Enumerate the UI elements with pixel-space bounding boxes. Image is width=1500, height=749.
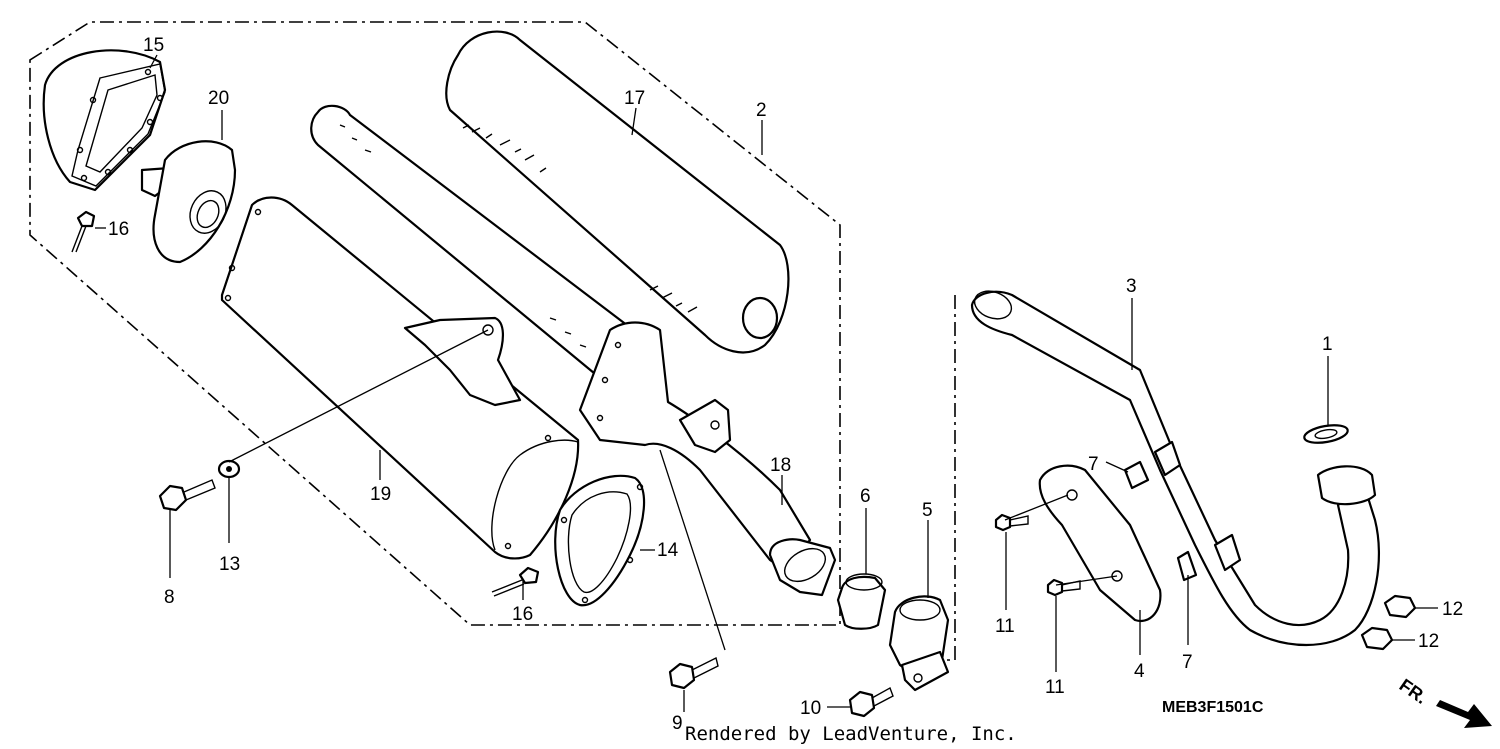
heat-shield-part: [1038, 464, 1162, 623]
connector-tube-part: [578, 321, 837, 597]
callout-8: 8: [164, 587, 175, 608]
mounting-bolt-8: [158, 479, 216, 512]
flange-nut-upper: [1383, 594, 1417, 619]
exhaust-pipe-part: [970, 290, 1381, 646]
rivet-16-lower: [491, 566, 540, 597]
callout-20: 20: [208, 88, 229, 109]
callout-7-lower: 7: [1182, 652, 1193, 673]
gasket-ring-part: [554, 474, 646, 607]
callout-1: 1: [1322, 334, 1333, 355]
muffler-body-part: [220, 196, 580, 560]
washer-13: [217, 459, 241, 479]
muffler-shell-part: [445, 30, 790, 354]
exhaust-gasket-part: [1303, 424, 1349, 444]
front-direction-label: FR.: [1396, 675, 1431, 708]
callout-17: 17: [624, 88, 645, 109]
callout-7-upper: 7: [1088, 454, 1099, 475]
callout-19: 19: [370, 484, 391, 505]
heat-shield-clip-upper: [1123, 460, 1150, 490]
rendered-by-watermark: Rendered by LeadVenture, Inc.: [685, 723, 1017, 745]
mounting-bolt-9: [668, 656, 719, 690]
callout-10: 10: [800, 698, 821, 719]
callout-16-lower: 16: [512, 604, 533, 625]
callout-13: 13: [219, 554, 240, 575]
exhaust-pipe-assembly-boundary: [945, 295, 956, 661]
flange-nut-lower: [1360, 626, 1394, 651]
callout-9: 9: [672, 713, 683, 734]
front-direction-indicator: FR.: [1396, 675, 1492, 728]
diagram-part-code: MEB3F1501C: [1162, 699, 1264, 716]
end-cap-part: [42, 49, 167, 192]
front-direction-arrow-icon: [1436, 700, 1492, 728]
callout-6: 6: [860, 486, 871, 507]
rivet-16-upper: [71, 210, 96, 253]
callout-2: 2: [756, 100, 767, 121]
muffler-assembly-boundary: [29, 21, 841, 626]
callout-11-upper: 11: [995, 616, 1015, 637]
callout-labels: 15 20 16 17 2 19 13 8 14 16 18 6 5 3 1 7…: [108, 35, 1463, 734]
pipe-sleeve-part: [836, 573, 887, 630]
clamp-bolt-10: [848, 686, 894, 718]
callout-12-lower: 12: [1418, 631, 1439, 652]
callout-18: 18: [770, 455, 791, 476]
callout-5: 5: [922, 500, 933, 521]
leader-lines: [95, 54, 1438, 712]
callout-11-lower: 11: [1045, 677, 1065, 698]
callout-3: 3: [1126, 276, 1137, 297]
callout-16-upper: 16: [108, 219, 129, 240]
callout-15: 15: [143, 35, 164, 56]
callout-12-upper: 12: [1442, 599, 1463, 620]
exhaust-clamp-part: [888, 595, 950, 692]
callout-4: 4: [1134, 661, 1145, 682]
heat-shield-clip-lower: [1176, 550, 1198, 582]
muffler-bracket-part: [403, 316, 522, 407]
callout-14: 14: [657, 540, 679, 561]
inner-baffle-part: [140, 140, 237, 264]
